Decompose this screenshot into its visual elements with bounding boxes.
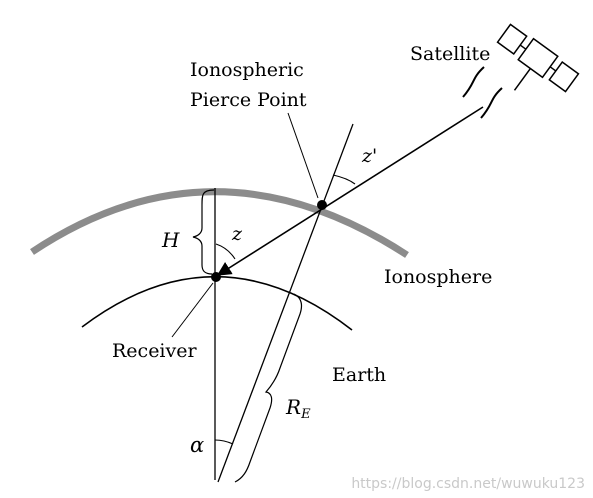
earth-surface-arc — [81, 275, 353, 331]
zenith-prime-angle-arc — [332, 174, 356, 185]
receiver-label: Receiver — [112, 340, 197, 362]
ionospheric-pierce-point-dot — [317, 200, 327, 210]
ipp-label-line2: Pierce Point — [190, 89, 307, 111]
satellite-label: Satellite — [410, 43, 490, 65]
earth-label: Earth — [332, 364, 386, 386]
ionosphere-label: Ionosphere — [384, 266, 492, 288]
central-angle-label: α — [190, 433, 204, 457]
receiver-leader-line — [171, 282, 214, 338]
pierce-point-radial-line — [217, 123, 354, 483]
earth-radius-label: RE — [285, 395, 311, 422]
zenith-angle-label: z — [231, 223, 243, 245]
signal-path-line — [216, 106, 484, 276]
height-brace — [192, 189, 215, 275]
signal-wave-icon — [462, 66, 503, 119]
ipp-leader-line — [287, 112, 319, 199]
central-angle-arc — [214, 439, 234, 445]
satellite-icon — [496, 23, 580, 93]
receiver-dot — [211, 272, 221, 282]
ionosphere-arc — [30, 188, 409, 258]
zenith-prime-angle-label: z' — [361, 145, 377, 167]
radius-brace — [234, 293, 303, 483]
ipp-label-line1: Ionospheric — [190, 59, 304, 81]
zenith-angle-arc — [215, 243, 236, 260]
earth-radius-main: R — [285, 395, 301, 419]
watermark-text: https://blog.csdn.net/wuwuku123 — [351, 476, 585, 492]
earth-radius-subscript: E — [300, 407, 311, 422]
height-label: H — [161, 228, 180, 252]
